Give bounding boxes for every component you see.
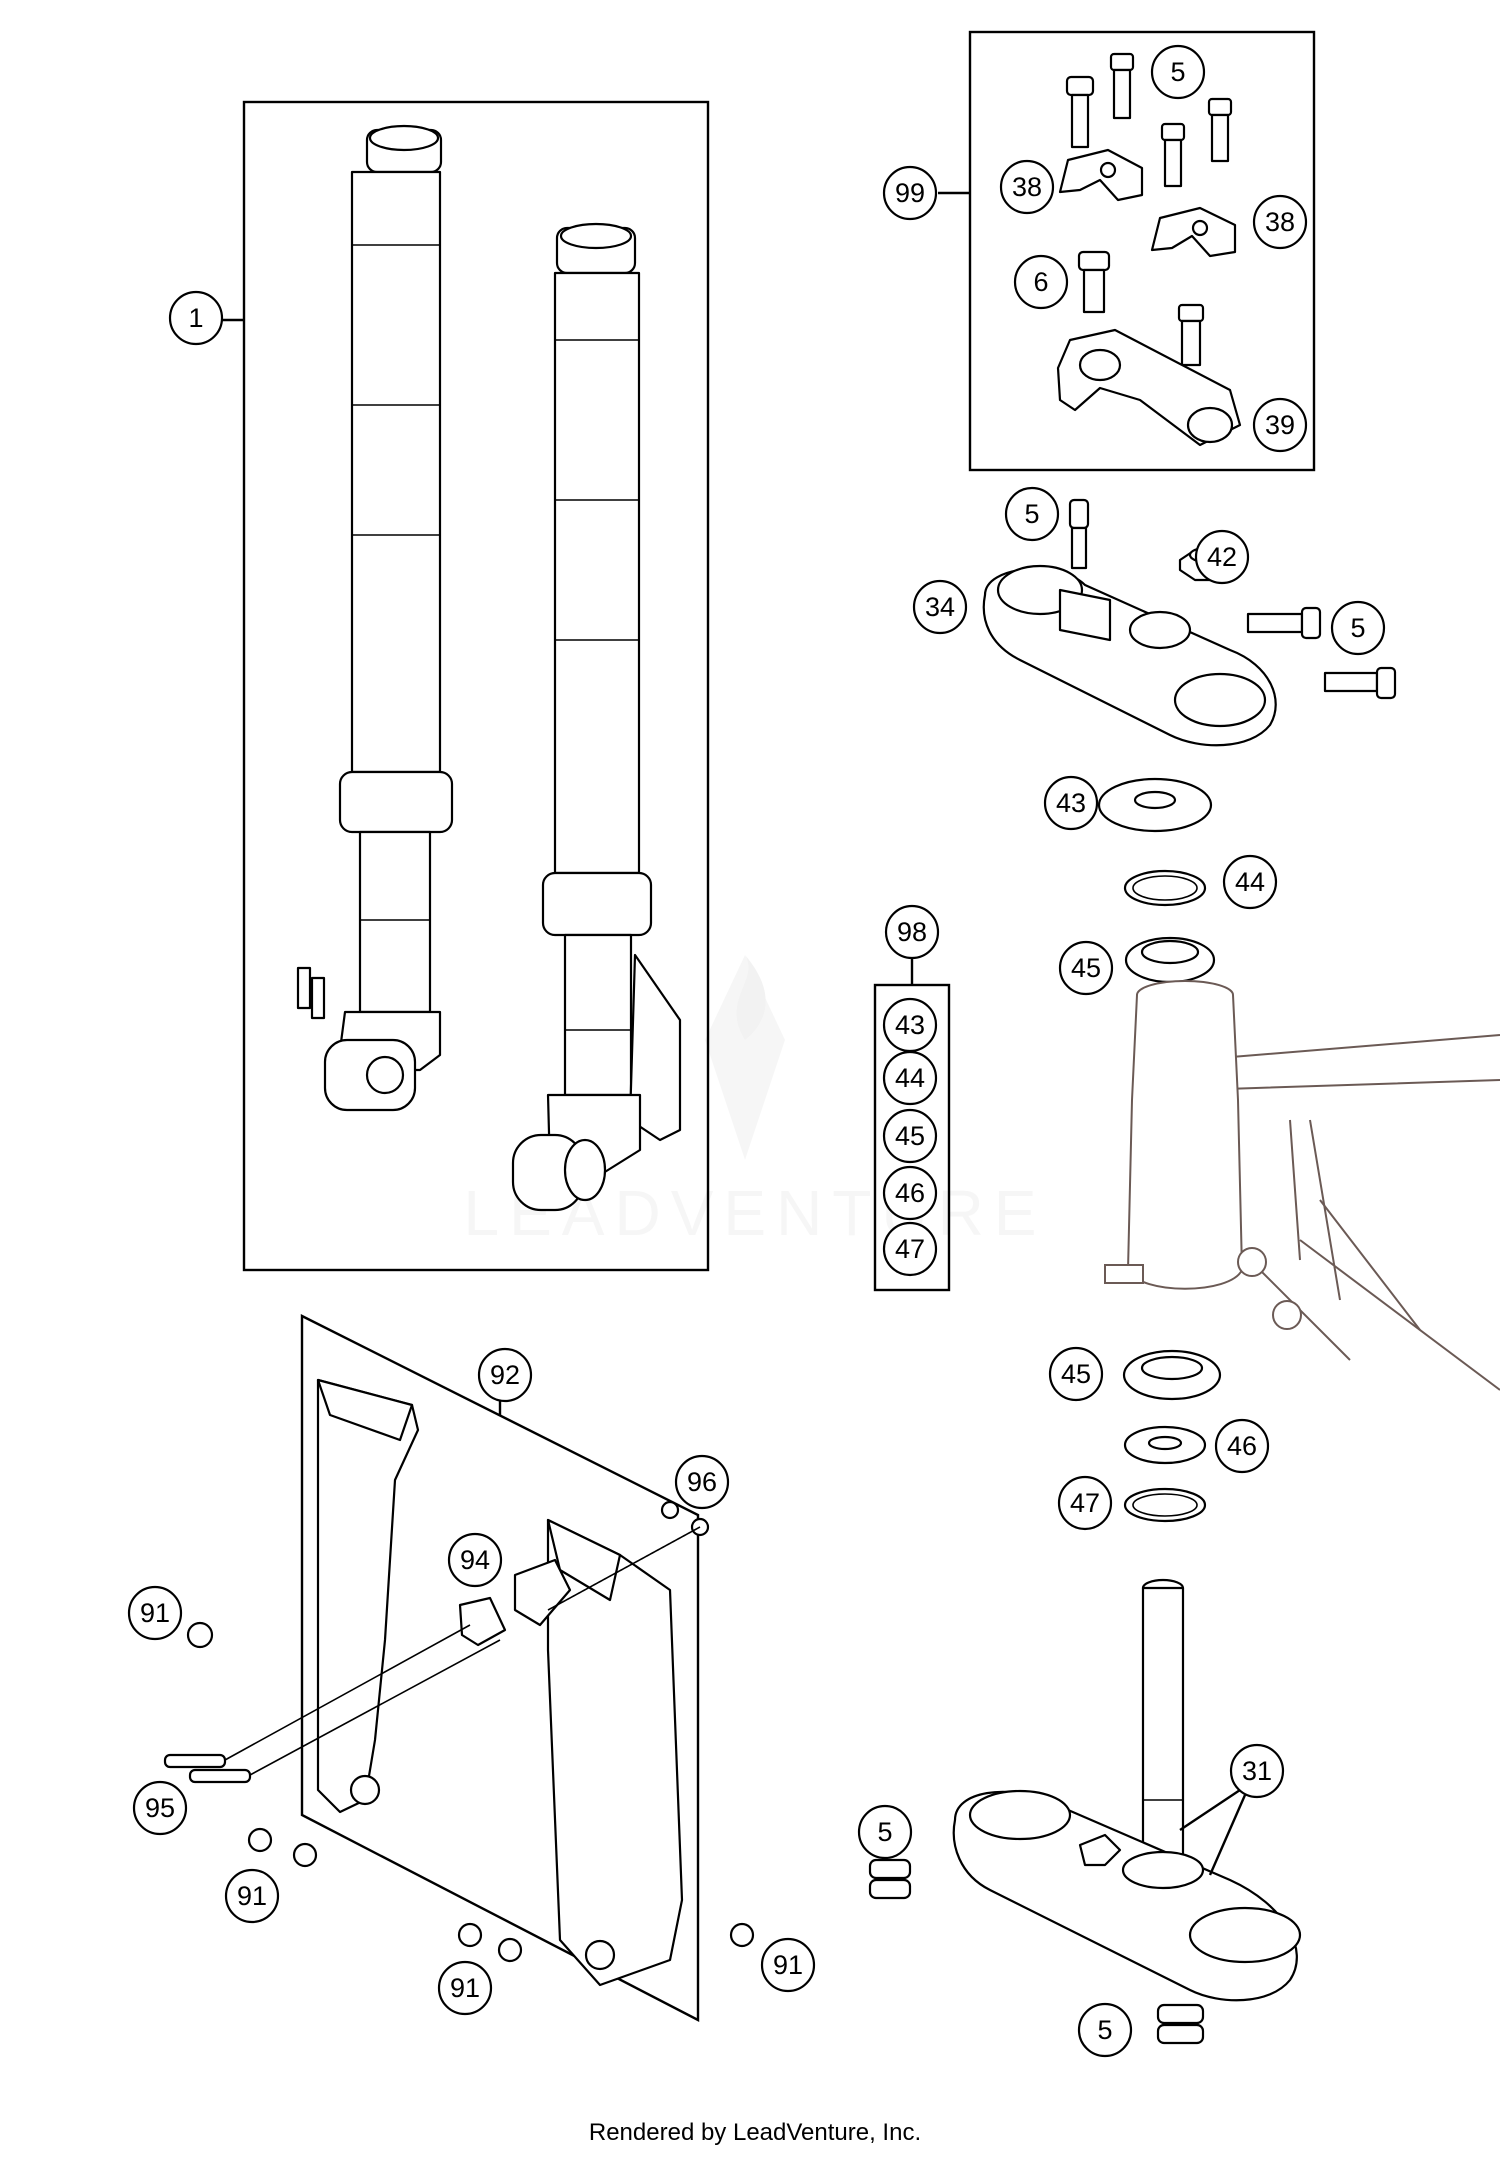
callout-5-label: 5 xyxy=(877,1817,892,1847)
callout-91: 91 xyxy=(760,1937,816,1993)
callout-5: 5 xyxy=(857,1804,913,1860)
callout-43-label: 43 xyxy=(1056,788,1086,818)
callout-39-label: 39 xyxy=(1265,410,1295,440)
kit-98-item: 47 xyxy=(882,1221,938,1277)
callout-42-label: 42 xyxy=(1207,542,1237,572)
callout-92: 92 xyxy=(477,1347,533,1403)
callout-5: 5 xyxy=(1330,600,1386,656)
callout-47-label: 47 xyxy=(1070,1488,1100,1518)
callout-6-label: 6 xyxy=(1033,267,1048,297)
kit-98-item: 46 xyxy=(882,1165,938,1221)
callout-5: 5 xyxy=(1077,2002,1133,2058)
callout-91-label: 91 xyxy=(140,1598,170,1628)
callout-5: 5 xyxy=(1004,486,1060,542)
callout-34-label: 34 xyxy=(925,592,955,622)
lower-bearing-parts xyxy=(1122,1349,1222,1523)
callout-43: 43 xyxy=(1043,775,1099,831)
kit-98-item: 45 xyxy=(882,1108,938,1164)
callout-38-label: 38 xyxy=(1265,207,1295,237)
callout-45-label: 45 xyxy=(1071,953,1101,983)
callout-99-label: 99 xyxy=(895,178,925,208)
callout-46-label: 46 xyxy=(1227,1431,1257,1461)
callout-38: 38 xyxy=(999,159,1055,215)
callout-5-label: 5 xyxy=(1097,2015,1112,2045)
callout-94: 94 xyxy=(447,1532,503,1588)
callout-34: 34 xyxy=(912,579,968,635)
callout-1: 1 xyxy=(168,290,224,346)
frame-head-tube xyxy=(1104,980,1500,1391)
callout-91-label: 91 xyxy=(450,1973,480,2003)
callout-95: 95 xyxy=(132,1780,188,1836)
kit-98-item-label: 46 xyxy=(895,1178,925,1208)
fork-guard-set xyxy=(163,1314,755,2022)
callout-1-label: 1 xyxy=(188,303,203,333)
callout-44: 44 xyxy=(1222,854,1278,910)
credit-text: Rendered by LeadVenture, Inc. xyxy=(589,2119,921,2146)
kit-98-item-label: 45 xyxy=(895,1121,925,1151)
lower-triple-clamp xyxy=(868,1578,1302,2045)
callout-38-label: 38 xyxy=(1012,172,1042,202)
fork-assembly xyxy=(218,100,710,1272)
callout-46: 46 xyxy=(1214,1418,1270,1474)
callout-96-label: 96 xyxy=(687,1467,717,1497)
callout-91: 91 xyxy=(437,1960,493,2016)
kit-98-item-label: 47 xyxy=(895,1234,925,1264)
callout-91: 91 xyxy=(224,1868,280,1924)
callout-5-label: 5 xyxy=(1024,499,1039,529)
kit-98-item: 44 xyxy=(882,1050,938,1106)
callout-99: 99 xyxy=(882,165,938,221)
callout-5: 5 xyxy=(1150,44,1206,100)
callout-31: 31 xyxy=(1229,1743,1285,1799)
callout-94-label: 94 xyxy=(460,1545,490,1575)
callout-91-label: 91 xyxy=(237,1881,267,1911)
callout-92-label: 92 xyxy=(490,1360,520,1390)
callout-44-label: 44 xyxy=(1235,867,1265,897)
callout-96: 96 xyxy=(674,1454,730,1510)
callout-5-label: 5 xyxy=(1170,57,1185,87)
callout-91: 91 xyxy=(127,1585,183,1641)
callout-98: 98 xyxy=(884,904,940,960)
kit-98 xyxy=(873,955,951,1292)
callout-45: 45 xyxy=(1048,1346,1104,1402)
callout-31-label: 31 xyxy=(1242,1756,1272,1786)
upper-bearing-parts xyxy=(1097,777,1216,984)
callout-91-label: 91 xyxy=(773,1950,803,1980)
kit-98-item-label: 43 xyxy=(895,1010,925,1040)
callout-38: 38 xyxy=(1252,194,1308,250)
handlebar-clamp-kit xyxy=(938,30,1316,472)
callout-45-label: 45 xyxy=(1061,1359,1091,1389)
callout-6: 6 xyxy=(1013,254,1069,310)
callout-5-label: 5 xyxy=(1350,613,1365,643)
callout-42: 42 xyxy=(1194,529,1250,585)
callout-45: 45 xyxy=(1058,940,1114,996)
callout-98-label: 98 xyxy=(897,917,927,947)
kit-98-item-label: 44 xyxy=(895,1063,925,1093)
kit-98-item: 43 xyxy=(882,997,938,1053)
callout-95-label: 95 xyxy=(145,1793,175,1823)
callout-47: 47 xyxy=(1057,1475,1113,1531)
callout-39: 39 xyxy=(1252,397,1308,453)
